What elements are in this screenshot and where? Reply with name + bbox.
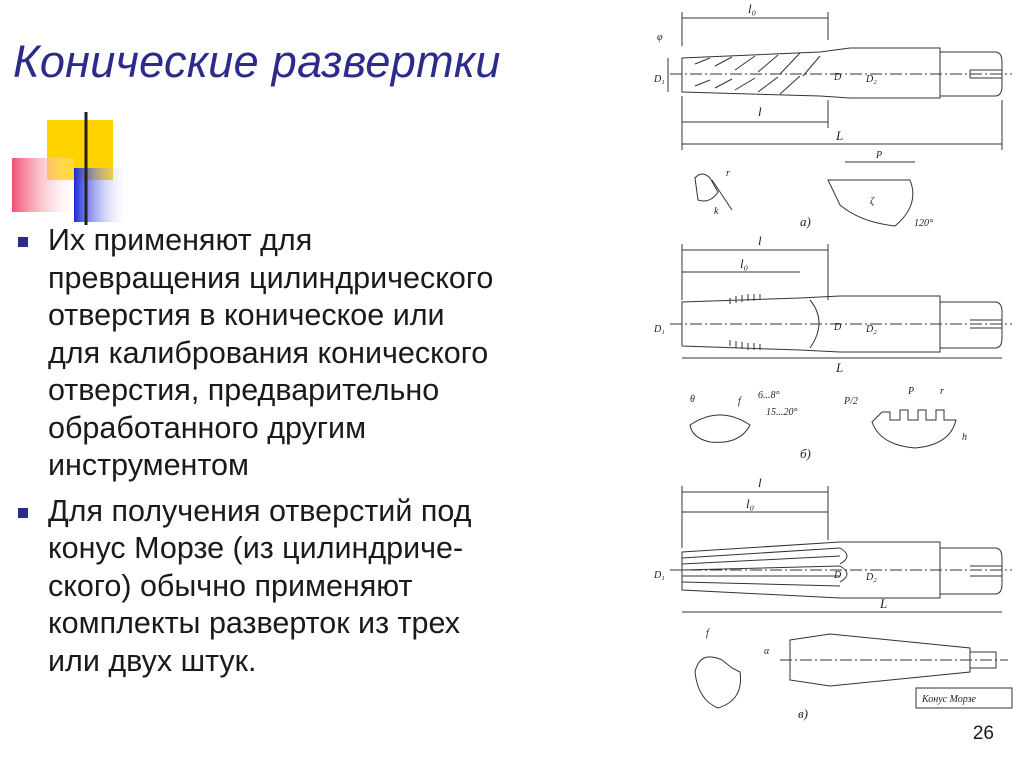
detail-angle-6-8: 6...8°	[758, 390, 780, 401]
morse-cone-label: Конус Морзе	[921, 694, 977, 705]
drawing-v: l l₀ D₁ D D₂ L f α Конус Морзе в)	[653, 475, 1013, 721]
detail-label-f-v: f	[706, 628, 710, 639]
bullet-item: Для получения отверстий под конус Морзе …	[18, 493, 628, 681]
caption-b: б)	[800, 446, 811, 461]
blue-square	[74, 168, 130, 222]
reamer-drawings: l₀ φ D₁ D D₂ l L r k P ζ 120° а)	[653, 1, 1013, 721]
detail-label-zeta: ζ	[870, 196, 875, 207]
detail-label-h: h	[962, 432, 967, 443]
bullet-square-icon	[18, 237, 28, 247]
dim-label-l0-b: l₀	[740, 256, 748, 271]
bullet-text: Для получения отверстий под конус Морзе …	[48, 493, 472, 678]
detail-label-pitch-b: P	[907, 386, 914, 397]
dim-label-d2: D₂	[865, 74, 877, 85]
detail-angle-15-20: 15...20°	[766, 407, 798, 418]
detail-label-r-b: r	[940, 386, 944, 397]
drawing-a: l₀ φ D₁ D D₂ l L r k P ζ 120° а)	[653, 1, 1012, 229]
red-square	[12, 158, 74, 212]
bullet-item: Их применяют для превращения цилиндричес…	[18, 222, 628, 485]
page-number: 26	[972, 723, 994, 744]
bullet-text: Их применяют для превращения цилиндричес…	[48, 223, 494, 482]
bullet-square-icon	[18, 507, 28, 518]
dim-label-big-l-v: L	[879, 596, 887, 611]
dim-label-d: D	[833, 72, 842, 83]
dim-label-big-l-b: L	[835, 360, 843, 375]
dim-label-l0: l₀	[748, 1, 756, 16]
bullet-list: Их применяют для превращения цилиндричес…	[18, 222, 628, 688]
detail-label-alpha: α	[764, 646, 770, 657]
dim-label-big-l: L	[835, 128, 843, 143]
caption-a: а)	[800, 214, 811, 229]
decorative-squares	[12, 112, 640, 225]
dim-label-d1-v: D₁	[653, 570, 665, 581]
detail-label-theta: θ	[690, 394, 695, 405]
dim-label-d-v: D	[833, 570, 842, 581]
dim-label-l: l	[758, 104, 762, 119]
dim-label-l0-v: l₀	[746, 496, 754, 511]
drawing-b: l l₀ D₁ D D₂ L θ f 6...8° 15...20° P/2 P…	[653, 233, 1012, 461]
dim-label-d1-b: D₁	[653, 324, 665, 335]
dim-label-phi: φ	[657, 32, 663, 43]
detail-label-p: P	[875, 150, 882, 161]
detail-label-k: k	[714, 206, 719, 217]
dim-label-d2-b: D₂	[865, 324, 877, 335]
dim-label-d-b: D	[833, 322, 842, 333]
dim-label-d2-v: D₂	[865, 572, 877, 583]
slide-title: Конические развертки	[13, 36, 501, 87]
caption-v: в)	[798, 706, 808, 721]
detail-label-r: r	[726, 168, 730, 179]
detail-angle-120: 120°	[914, 218, 933, 229]
dim-label-d1: D₁	[653, 74, 665, 85]
dim-label-l-b: l	[758, 233, 762, 248]
dim-label-l-v: l	[758, 475, 762, 490]
detail-label-f-b: f	[738, 396, 742, 407]
detail-label-half-pitch: P/2	[843, 396, 858, 407]
